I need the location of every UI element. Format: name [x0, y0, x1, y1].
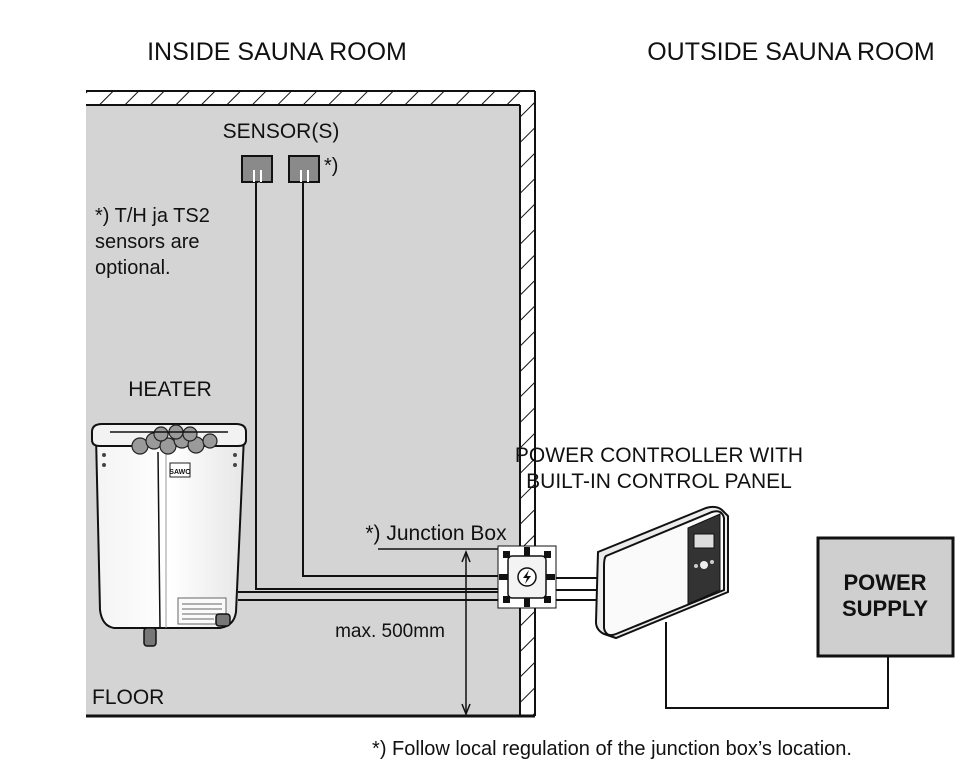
sensor-1	[241, 155, 273, 183]
sensor-optional-mark: *)	[324, 155, 338, 177]
sensor-note-line-2: sensors are	[95, 231, 200, 253]
controller-knob	[700, 561, 708, 569]
heater-vents	[102, 453, 237, 467]
junction-box-label: *) Junction Box	[365, 522, 507, 545]
power-supply	[816, 536, 955, 658]
power-supply-line-2: SUPPLY	[842, 596, 928, 621]
heater-stones	[131, 424, 218, 455]
controller-label-line-1: POWER CONTROLLER WITH	[515, 444, 803, 467]
sensors-label: SENSOR(S)	[223, 120, 340, 143]
heater-badge-text: SAWO	[169, 469, 191, 476]
power-supply-line-1: POWER	[843, 570, 926, 595]
ceiling-wall	[86, 90, 535, 106]
controller-panel	[687, 513, 721, 605]
distance-label: max. 500mm	[335, 621, 445, 642]
footnote: *) Follow local regulation of the juncti…	[372, 738, 852, 760]
wall-cables	[556, 577, 600, 601]
floor-label: FLOOR	[92, 686, 164, 709]
sensor-cables	[255, 182, 505, 590]
sensor-note-line-1: *) T/H ja TS2	[95, 205, 210, 227]
controller-label-line-2: BUILT-IN CONTROL PANEL	[526, 470, 792, 493]
distance-dimension	[461, 549, 471, 717]
outside-room-heading: OUTSIDE SAUNA ROOM	[647, 38, 935, 66]
supply-cable	[665, 622, 889, 709]
sensor-note-line-3: optional.	[95, 257, 171, 279]
heater-foot-right	[215, 613, 231, 627]
heater-logo-badge	[169, 462, 191, 478]
junction-box	[497, 545, 557, 609]
heater-foot-left	[143, 627, 157, 647]
sensor-2	[288, 155, 320, 183]
inside-room-heading: INSIDE SAUNA ROOM	[147, 38, 407, 66]
heater-cables	[238, 591, 505, 601]
right-wall	[519, 91, 536, 716]
heater: SAWO	[91, 423, 247, 647]
power-controller	[594, 505, 729, 640]
heater-label: HEATER	[128, 378, 212, 401]
controller-display	[693, 533, 715, 549]
